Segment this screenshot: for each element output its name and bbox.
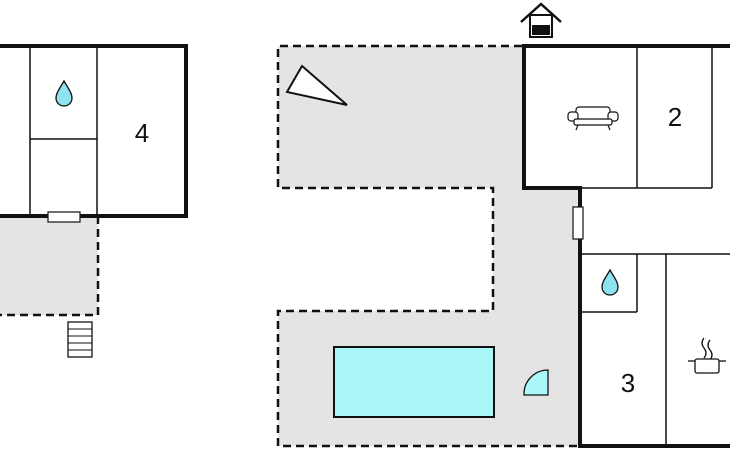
compass-north-icon xyxy=(285,64,348,106)
water-drop-icon xyxy=(601,268,619,296)
left-building-walls xyxy=(0,44,188,218)
room-number-3: 3 xyxy=(621,368,635,398)
right-upper-fill xyxy=(524,46,730,188)
room-number-2: 2 xyxy=(668,102,682,132)
central-terrace xyxy=(276,44,578,448)
house-entrance-icon xyxy=(520,2,562,38)
right-lower-walls xyxy=(578,239,730,448)
room-number-4: 4 xyxy=(135,118,149,148)
left-door xyxy=(47,211,81,223)
side-door xyxy=(572,206,584,240)
sofa-icon xyxy=(567,106,619,131)
water-drop-icon xyxy=(55,79,73,107)
pool-steps-icon xyxy=(523,369,549,396)
left-building: 4 xyxy=(0,44,188,358)
right-lower-fill xyxy=(580,254,730,446)
right-building: 2 3 xyxy=(522,44,730,448)
pool xyxy=(333,346,495,418)
left-terrace-edge xyxy=(0,216,100,317)
left-terrace xyxy=(0,216,98,315)
stairs-icon xyxy=(67,321,93,358)
terrace-edge xyxy=(276,44,578,448)
cooking-pot-icon xyxy=(688,337,726,374)
